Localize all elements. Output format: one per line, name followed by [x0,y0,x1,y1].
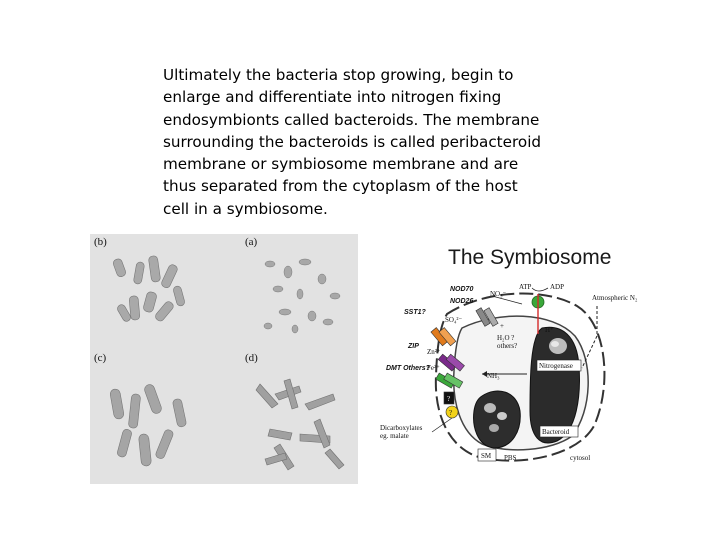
zip-label: ZIP [407,343,419,350]
zn-label: Zn²⁺ [427,348,441,356]
adp-label: ADP [550,283,564,291]
others-label: others? [497,342,517,350]
nod70-label: NOD70 [450,286,473,293]
sst1-label: SST1? [404,309,427,316]
unknown-transporter-1-label: ? [447,395,450,403]
nod26-label: NOD26 [450,298,473,305]
atmospheric-n2-label: Atmospheric N₂ [592,294,638,302]
nh3-label: NH₃ [487,372,500,380]
h-plus-label: H⁺ [545,326,554,334]
so4-label: SO₄²⁻ [445,316,462,324]
fe-label: Fe²⁺ [427,364,440,372]
malate-label: eg. malate [380,432,409,440]
bacteroid-label: Bacteroid [542,428,570,436]
no3-label: NO₃⁻ [490,290,507,298]
micrograph-panel-b-label: (b) [94,236,107,248]
unknown-transporter-2-label: ? [449,409,452,417]
cytosol-label: cytosol [570,454,590,462]
micrograph-panel-c-label: (c) [94,352,107,364]
nitrogenase-label: Nitrogenase [539,362,573,370]
dicarboxylates-label: Dicarboxylates [380,424,423,432]
micrograph-panel-a-label: (a) [245,236,258,248]
dmt-label: DMT Others? [386,365,431,372]
diagram-title: The Symbiosome [448,246,611,269]
slide-paragraph: Ultimately the bacteria stop growing, be… [163,66,542,218]
symbiosome-diagram: The Symbiosome Nitrogenase Bacteroid ATP… [372,236,638,468]
sm-label: SM [481,452,492,460]
plus-sign: + [500,322,504,330]
micrograph-panel-d-label: (d) [245,352,258,364]
h2o-label: H₂O ? [497,334,514,342]
atp-label: ATP [519,283,532,291]
bacteroid-micrograph: (b) (a) (c) (d) [90,234,358,484]
pbs-label: PBS [504,454,517,462]
